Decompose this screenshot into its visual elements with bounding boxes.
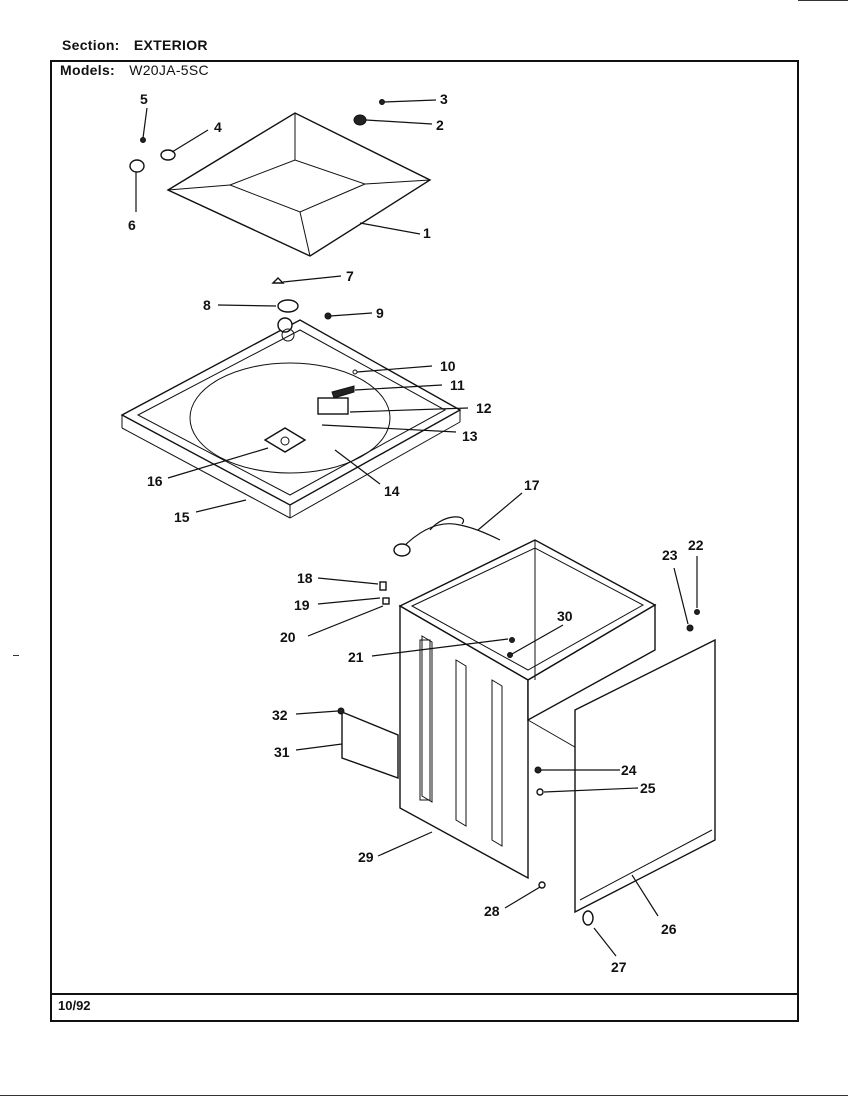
top-lid-part (166, 112, 432, 257)
callout-32: 32 (272, 707, 288, 723)
callout-19: 19 (294, 597, 310, 613)
models-value: W20JA-5SC (129, 62, 209, 78)
callout-27: 27 (611, 959, 627, 975)
section-header: Section: EXTERIOR (62, 37, 208, 53)
callout-28: 28 (484, 903, 500, 919)
callout-25: 25 (640, 780, 656, 796)
callout-26: 26 (661, 921, 677, 937)
callout-15: 15 (174, 509, 190, 525)
hardware-small (337, 581, 700, 926)
callout-17: 17 (524, 477, 540, 493)
callout-9: 9 (376, 305, 384, 321)
section-label: Section: (62, 37, 120, 53)
callout-3: 3 (440, 91, 448, 107)
callout-23: 23 (662, 547, 678, 563)
callout-11: 11 (450, 377, 465, 393)
callout-1: 1 (423, 225, 431, 241)
callout-10: 10 (440, 358, 456, 374)
diagram-frame (50, 60, 799, 1022)
callout-5: 5 (140, 91, 148, 107)
callout-16: 16 (147, 473, 163, 489)
cabinet-part (398, 539, 657, 880)
section-value: EXTERIOR (133, 37, 208, 53)
side-panel-part (574, 638, 716, 914)
page-edge-mark (798, 0, 848, 1)
callout-22: 22 (688, 537, 704, 553)
leader-lines (135, 99, 698, 957)
callout-20: 20 (280, 629, 296, 645)
power-cord-part (393, 516, 501, 557)
models-label: Models: (60, 62, 115, 78)
footer-rule (51, 993, 798, 995)
callout-29: 29 (358, 849, 374, 865)
callout-7: 7 (346, 268, 354, 284)
callout-6: 6 (128, 217, 136, 233)
callout-24: 24 (621, 762, 637, 778)
revision-date: 10/92 (58, 998, 91, 1013)
callout-30: 30 (557, 608, 573, 624)
callout-21: 21 (348, 649, 364, 665)
rear-panel-part (341, 710, 399, 779)
margin-tick (13, 655, 19, 656)
callout-2: 2 (436, 117, 444, 133)
callout-4: 4 (214, 119, 222, 135)
callout-13: 13 (462, 428, 478, 444)
models-header: Models: W20JA-5SC (60, 62, 209, 78)
callout-12: 12 (476, 400, 492, 416)
page-bottom-rule (0, 1095, 848, 1096)
callout-18: 18 (297, 570, 313, 586)
callout-14: 14 (384, 483, 400, 499)
callout-labels: 1 2 3 4 5 6 7 8 9 10 11 12 13 14 15 16 1… (128, 91, 704, 975)
callout-31: 31 (274, 744, 290, 760)
grommet-part (277, 299, 299, 313)
top-cover-frame (120, 312, 462, 519)
callout-8: 8 (203, 297, 211, 313)
